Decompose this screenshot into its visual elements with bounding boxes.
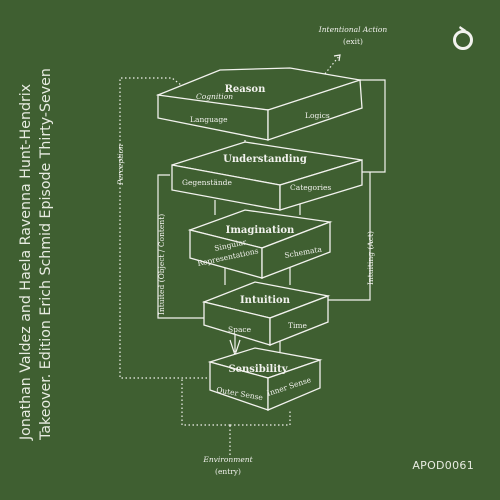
exit-label: (exit) — [343, 37, 363, 46]
entry-line — [181, 378, 231, 455]
entry-line-right — [230, 410, 291, 426]
space-label: Space — [228, 325, 252, 334]
logics-label: Logics — [305, 111, 330, 120]
imagination-label: Imagination — [226, 225, 295, 236]
intuited-line — [157, 174, 204, 319]
entry-label: (entry) — [215, 467, 241, 476]
arrow-icon — [333, 54, 341, 62]
intentional-action-label: Intentional Action — [318, 25, 388, 34]
imagination-box — [187, 209, 333, 279]
reason-box — [155, 67, 363, 141]
intuiting-label: Intuiting (Act) — [366, 231, 375, 285]
sensibility-label: Sensibility — [228, 364, 288, 375]
understanding-label: Understanding — [223, 154, 307, 165]
time-label: Time — [288, 321, 308, 330]
understanding-box — [171, 141, 363, 211]
environment-label: Environment — [202, 455, 253, 464]
sensibility-box — [207, 347, 323, 411]
catalog-number: APOD0061 — [412, 459, 474, 472]
gegenstande-label: Gegenstände — [182, 178, 232, 187]
language-label: Language — [190, 115, 228, 124]
categories-label: Categories — [290, 183, 331, 192]
label-logo-icon — [453, 26, 473, 50]
intuition-box — [201, 281, 331, 346]
intuition-label: Intuition — [240, 295, 291, 306]
perception-label: Perception — [116, 144, 125, 186]
intuiting-line — [328, 79, 386, 301]
reason-label: Reason — [225, 84, 266, 95]
cognition-label: Cognition — [196, 92, 233, 101]
intuited-label: Intuited (Object / Content) — [157, 214, 166, 315]
